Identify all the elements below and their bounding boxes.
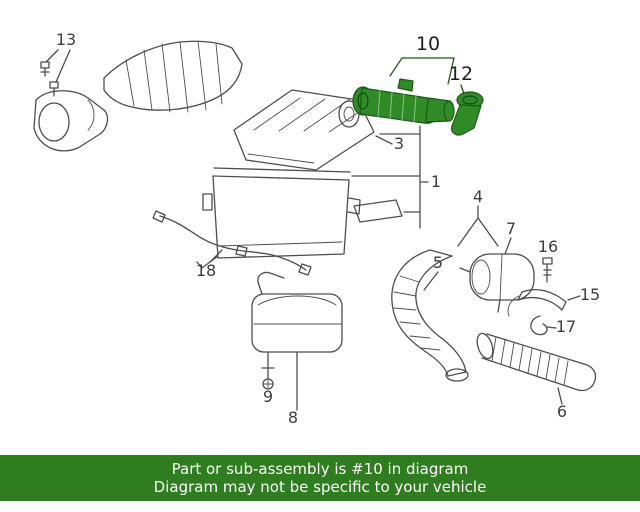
bolt-part-16 (542, 257, 553, 283)
hose-end-cuff (577, 363, 597, 392)
exploded-parts-diagram: 13 3 1 (33, 30, 600, 427)
callout-17-leader (546, 326, 557, 329)
callout-5-leader (423, 271, 439, 291)
hose-part-15 (507, 288, 581, 317)
bolt-icon (40, 61, 50, 69)
callout-12: 12 (449, 63, 473, 85)
air-cleaner-housing (196, 167, 361, 269)
callout-3: 3 (394, 134, 404, 153)
callout-6: 6 (557, 402, 567, 421)
lid-ribs (253, 97, 369, 133)
intake-duct (103, 40, 243, 113)
housing-clip (347, 197, 361, 215)
hose-ribs (393, 275, 441, 351)
callout-18-leader (209, 249, 223, 263)
callout-8: 8 (288, 408, 298, 427)
hose-clamp (445, 368, 469, 382)
harness-clip (298, 263, 312, 276)
callout-4: 4 (473, 187, 483, 206)
resonator-inlet (257, 271, 285, 295)
inlet-funnel (33, 90, 109, 152)
callout-4-bracket (457, 205, 499, 247)
canister-part-7 (459, 237, 535, 313)
banner-line2: Diagram may not be specific to your vehi… (153, 478, 487, 496)
highlight-banner: Part or sub-assembly is #10 in diagram D… (0, 455, 640, 501)
housing-clip (202, 193, 213, 211)
callout-16: 16 (538, 237, 558, 256)
callout-5: 5 (433, 253, 443, 272)
callout-1-bracket (351, 125, 429, 229)
air-hose-part-5 (391, 249, 469, 382)
part-13-air-inlet (33, 49, 109, 152)
callout-13: 13 (56, 30, 76, 49)
banner-line1: Part or sub-assembly is #10 in diagram (171, 460, 469, 478)
clamp-part-17 (530, 315, 557, 336)
hose-ribs (491, 336, 569, 386)
callout-10-bracket (389, 57, 455, 85)
callout-7: 7 (506, 219, 516, 238)
maf-ribs (377, 89, 417, 123)
callout-18: 18 (196, 261, 216, 280)
leader-line (45, 49, 59, 63)
maf-boss (397, 78, 414, 92)
callout-6-leader (557, 387, 563, 405)
harness-part-18 (152, 210, 312, 276)
callout-3-leader (375, 135, 393, 145)
callout-10: 10 (416, 33, 440, 55)
bolt-head (542, 257, 553, 265)
callout-9: 9 (263, 387, 273, 406)
hose-end-cap (476, 332, 494, 360)
bolt-head (262, 378, 274, 390)
callout-17: 17 (556, 317, 576, 336)
gasket-plate (353, 199, 403, 223)
sensor-part-12 (451, 84, 484, 136)
maf-body (359, 87, 438, 124)
maf-sensor-part-10 (352, 57, 455, 124)
resonator-part-8 (251, 271, 343, 411)
harness-clip (235, 245, 248, 257)
bolt-icon (49, 81, 59, 89)
leader-line (55, 49, 71, 83)
callout-1: 1 (431, 172, 441, 191)
bolt-part-9 (261, 351, 275, 390)
duct-ribs (125, 40, 223, 113)
callout-15-leader (567, 295, 581, 301)
air-hose-part-6 (476, 332, 597, 405)
harness-clip (152, 210, 166, 223)
callout-15: 15 (580, 285, 600, 304)
callout-7-leader (504, 237, 512, 255)
air-cleaner-lid (233, 89, 375, 171)
